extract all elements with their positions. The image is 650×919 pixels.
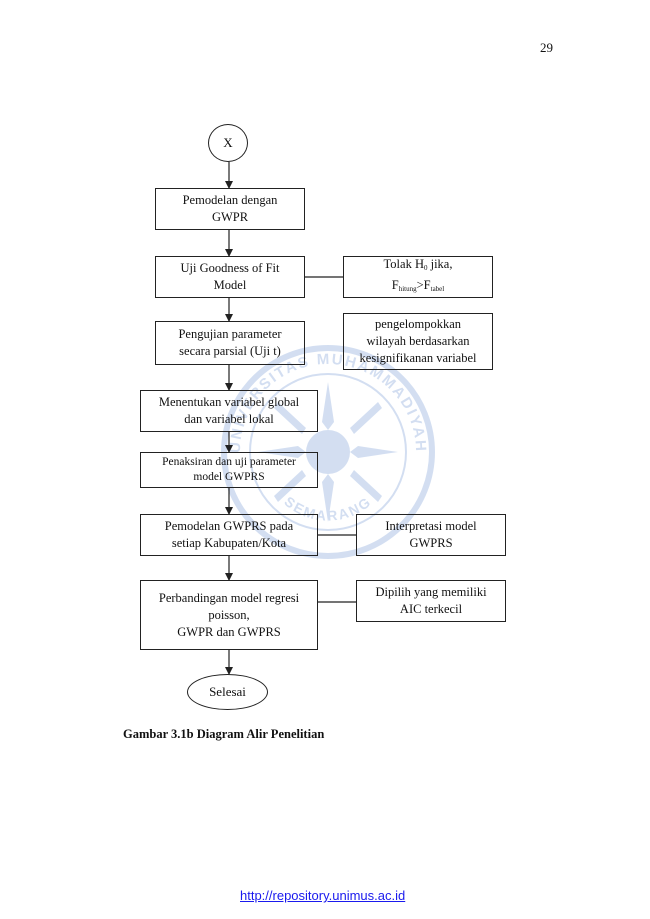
note-f-tabel-sub: tabel (430, 285, 445, 293)
start-connector-x: X (208, 124, 248, 162)
step-penaksiran-gwprs: Penaksiran dan uji parameter model GWPRS (140, 452, 318, 488)
step-pemodelan-gwpr: Pemodelan dengan GWPR (155, 188, 305, 230)
note-tolak-h0-prefix: Tolak H (383, 257, 424, 271)
note-f-hitung-sub: hitung (398, 285, 417, 293)
step-pemodelan-gwpr-line2: GWPR (211, 210, 249, 224)
note-tolak-h0-line2: Fhitung>Ftabel (392, 277, 444, 298)
start-connector-label: X (223, 135, 233, 150)
note-interpretasi-line1: Interpretasi model (385, 519, 477, 533)
step-goodness-of-fit-line2: Model (213, 278, 247, 292)
note-dipilih-line2: AIC terkecil (399, 602, 463, 616)
step-pemodelan-gwpr-line1: Pemodelan dengan (182, 193, 278, 207)
note-pengelompokkan-line2: wilayah berdasarkan (366, 334, 470, 348)
note-f-hitung: F (391, 278, 399, 292)
step-goodness-of-fit: Uji Goodness of Fit Model (155, 256, 305, 298)
step-uji-parsial-line2: secara parsial (Uji t) (179, 344, 281, 358)
step-perbandingan-line1: Perbandingan model regresi (158, 590, 300, 605)
note-pengelompokkan-line3: kesignifikanan variabel (359, 351, 477, 365)
note-pengelompokkan: pengelompokkan wilayah berdasarkan kesig… (343, 313, 493, 370)
note-tolak-h0-line1: Tolak H0 jika, (384, 256, 453, 277)
note-interpretasi: Interpretasi model GWPRS (356, 514, 506, 556)
note-interpretasi-line2: GWPRS (409, 536, 453, 550)
step-penaksiran-line1: Penaksiran dan uji parameter (162, 456, 296, 468)
repository-link[interactable]: http://repository.unimus.ac.id (240, 888, 406, 903)
step-uji-parsial-line1: Pengujian parameter (178, 327, 282, 341)
step-goodness-of-fit-line1: Uji Goodness of Fit (180, 261, 280, 275)
step-perbandingan: Perbandingan model regresi poisson, GWPR… (140, 580, 318, 650)
note-operator: > (416, 278, 424, 292)
step-variabel-line2: dan variabel lokal (184, 412, 274, 426)
end-terminal-selesai: Selesai (187, 674, 268, 710)
note-tolak-h0-suffix: jika, (427, 257, 453, 271)
note-tolak-h0: Tolak H0 jika, Fhitung>Ftabel (343, 256, 493, 298)
page-number: 29 (540, 40, 553, 55)
step-pemodelan-gwprs-line1: Pemodelan GWPRS pada (164, 519, 294, 533)
step-penaksiran-line2: model GWPRS (193, 471, 265, 483)
note-pengelompokkan-line1: pengelompokkan (374, 317, 462, 331)
note-f-tabel: F (423, 278, 431, 292)
step-variabel-global-lokal: Menentukan variabel global dan variabel … (140, 390, 318, 432)
end-terminal-label: Selesai (209, 684, 246, 699)
step-pemodelan-gwprs-line2: setiap Kabupaten/Kota (171, 536, 287, 550)
step-perbandingan-line2: poisson, (208, 607, 250, 622)
note-dipilih-line1: Dipilih yang memiliki (375, 585, 487, 599)
university-seal-watermark: UNIVERSITAS MUHAMMADIYAH SEMARANG (221, 345, 435, 559)
step-variabel-line1: Menentukan variabel global (158, 395, 300, 409)
figure-caption: Gambar 3.1b Diagram Alir Penelitian (123, 727, 325, 741)
note-tolak-h0-sub: 0 (423, 264, 428, 272)
step-perbandingan-line3: GWPR dan GWPRS (177, 624, 281, 639)
step-uji-parsial: Pengujian parameter secara parsial (Uji … (155, 321, 305, 365)
step-pemodelan-gwprs: Pemodelan GWPRS pada setiap Kabupaten/Ko… (140, 514, 318, 556)
note-dipilih: Dipilih yang memiliki AIC terkecil (356, 580, 506, 622)
